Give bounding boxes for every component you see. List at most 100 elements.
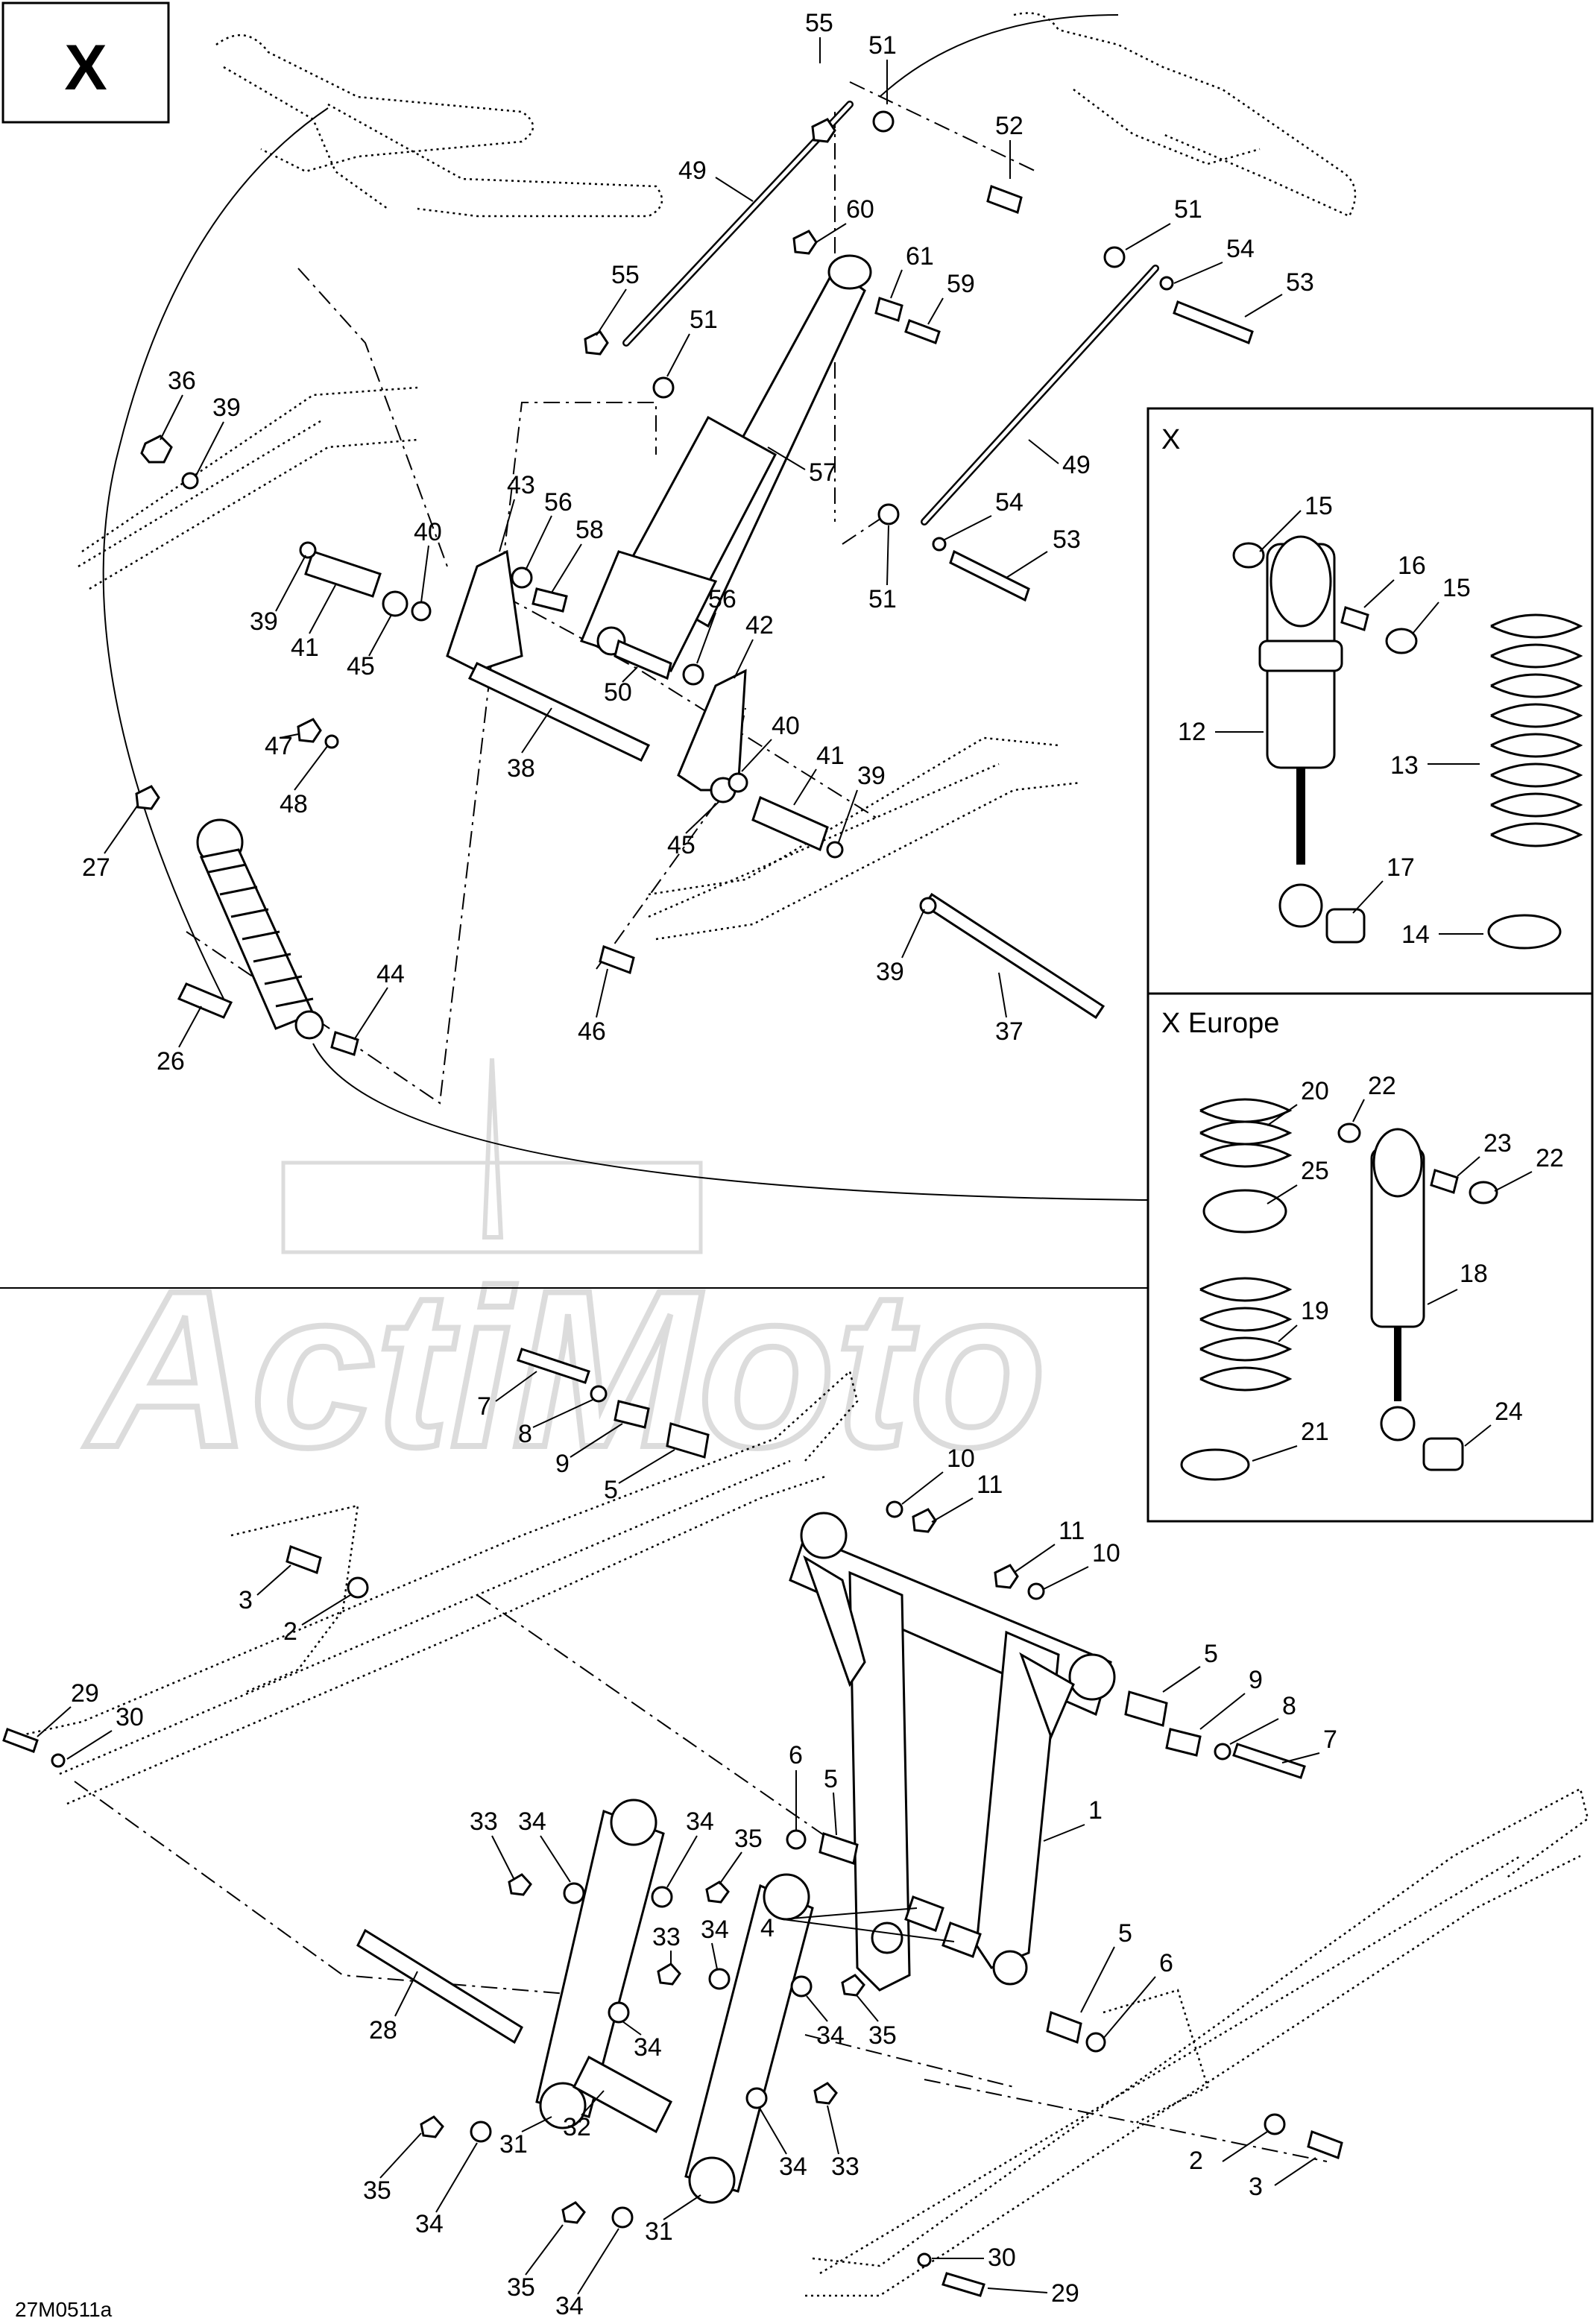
bolt-33-c: [813, 2082, 838, 2105]
assembly-centerlines-lower: [74, 1594, 1328, 2162]
callout-39: 39: [857, 762, 886, 790]
callout-27: 27: [82, 853, 110, 882]
washer-8-top: [590, 1385, 608, 1403]
hanger-31-right: [684, 1873, 814, 2204]
callout-35: 35: [734, 1825, 763, 1853]
callout-34: 34: [686, 1807, 714, 1836]
washer-10-top: [886, 1500, 903, 1518]
nut-27: [135, 785, 160, 810]
washer-34-b: [651, 1886, 673, 1908]
callout-48: 48: [280, 790, 308, 818]
nut-35-d: [561, 2201, 586, 2224]
shaft-28: [356, 1928, 523, 2044]
callout-6: 6: [789, 1741, 803, 1769]
callout-arc-bottom: [312, 1043, 1149, 1201]
callout-54: 54: [1226, 235, 1255, 263]
callout-8: 8: [1282, 1692, 1296, 1720]
bushing-22-side: [1469, 1181, 1498, 1204]
bushing-17: [1325, 908, 1366, 944]
rocker-arm-42: [677, 669, 747, 792]
nut-35-a: [705, 1881, 730, 1904]
svg-text:X: X: [1161, 424, 1180, 455]
washer-48: [324, 734, 339, 749]
washer-39-b: [826, 841, 844, 859]
callout-39: 39: [250, 607, 278, 636]
washer-34-f: [470, 2121, 492, 2143]
callout-10: 10: [1092, 1539, 1120, 1567]
washer-34-c: [708, 1968, 731, 1990]
callout-24: 24: [1495, 1398, 1523, 1426]
callout-35: 35: [507, 2273, 535, 2302]
callout-51: 51: [690, 306, 718, 334]
watermark: ActiMoto: [80, 1058, 1049, 1497]
shaft-37: [922, 892, 1105, 1020]
callout-44: 44: [376, 960, 405, 988]
callout-34: 34: [634, 2033, 662, 2062]
callout-11: 11: [1059, 1517, 1085, 1545]
rail-outline-lower-right: [805, 1787, 1589, 2297]
frame-outline-top-right: [1013, 12, 1357, 218]
callout-31: 31: [645, 2217, 673, 2246]
callout-15: 15: [1305, 492, 1333, 520]
spacer-5-top: [666, 1422, 710, 1459]
callout-40: 40: [414, 518, 442, 546]
bolt-7-top: [517, 1348, 590, 1384]
spacer-50: [614, 639, 672, 681]
callout-8: 8: [518, 1420, 532, 1448]
bushing-61: [874, 297, 903, 322]
front-arm-1: [789, 1512, 1116, 1992]
spacer-5-right: [1124, 1690, 1168, 1727]
callout-23: 23: [1483, 1129, 1512, 1158]
bushing-45-left: [382, 590, 409, 617]
callout-29: 29: [71, 1679, 99, 1708]
callout-7: 7: [477, 1392, 491, 1421]
washer-54-top: [1159, 276, 1174, 291]
bushing-51-a: [872, 110, 895, 133]
spring-19: [1199, 1277, 1293, 1392]
bushing-52: [986, 185, 1023, 214]
shaft-38: [467, 662, 651, 762]
callout-22: 22: [1536, 1144, 1564, 1172]
rocker-arm-43: [446, 549, 523, 672]
washer-34-a: [563, 1882, 585, 1904]
sleeve-16: [1340, 606, 1369, 631]
callout-20: 20: [1301, 1077, 1329, 1105]
callout-51: 51: [868, 585, 897, 613]
callout-56: 56: [544, 488, 573, 517]
callout-30: 30: [116, 1703, 144, 1731]
callout-2: 2: [283, 1617, 297, 1646]
washer-40-left: [411, 601, 432, 622]
callout-33: 33: [470, 1807, 498, 1836]
bolt-3-top: [286, 1545, 322, 1574]
callout-1: 1: [1088, 1796, 1103, 1825]
washer-56-left: [511, 566, 533, 589]
bushing-58: [532, 587, 568, 613]
sleeve-23: [1430, 1169, 1459, 1194]
callout-41: 41: [816, 742, 845, 770]
callout-58: 58: [575, 516, 604, 544]
washer-34-g: [745, 2087, 768, 2109]
callout-53: 53: [1053, 525, 1081, 554]
callout-29: 29: [1051, 2279, 1079, 2308]
spring-seat-25: [1202, 1189, 1287, 1234]
callout-6: 6: [1159, 1949, 1173, 1977]
washer-54-mid: [932, 537, 947, 552]
inset-box-x-europe: X Europe: [1146, 992, 1594, 1523]
callout-14: 14: [1401, 921, 1430, 949]
callout-16: 16: [1398, 552, 1426, 580]
bolt-33-b: [657, 1963, 681, 1986]
center-shock-57: [579, 254, 872, 672]
inset-box-x: X: [1146, 407, 1594, 995]
bushing-51-d: [877, 503, 900, 525]
drawing-code: 27M0511a: [15, 2298, 113, 2321]
bushing-4-b: [941, 1922, 982, 1958]
spring-20: [1199, 1098, 1293, 1168]
callout-35: 35: [363, 2176, 391, 2205]
callout-25: 25: [1301, 1157, 1329, 1185]
callout-45: 45: [667, 831, 696, 859]
callout-38: 38: [507, 754, 535, 783]
callout-55: 55: [805, 9, 833, 37]
svg-text:X: X: [64, 32, 107, 104]
rail-outline-upper-left: [78, 386, 418, 590]
